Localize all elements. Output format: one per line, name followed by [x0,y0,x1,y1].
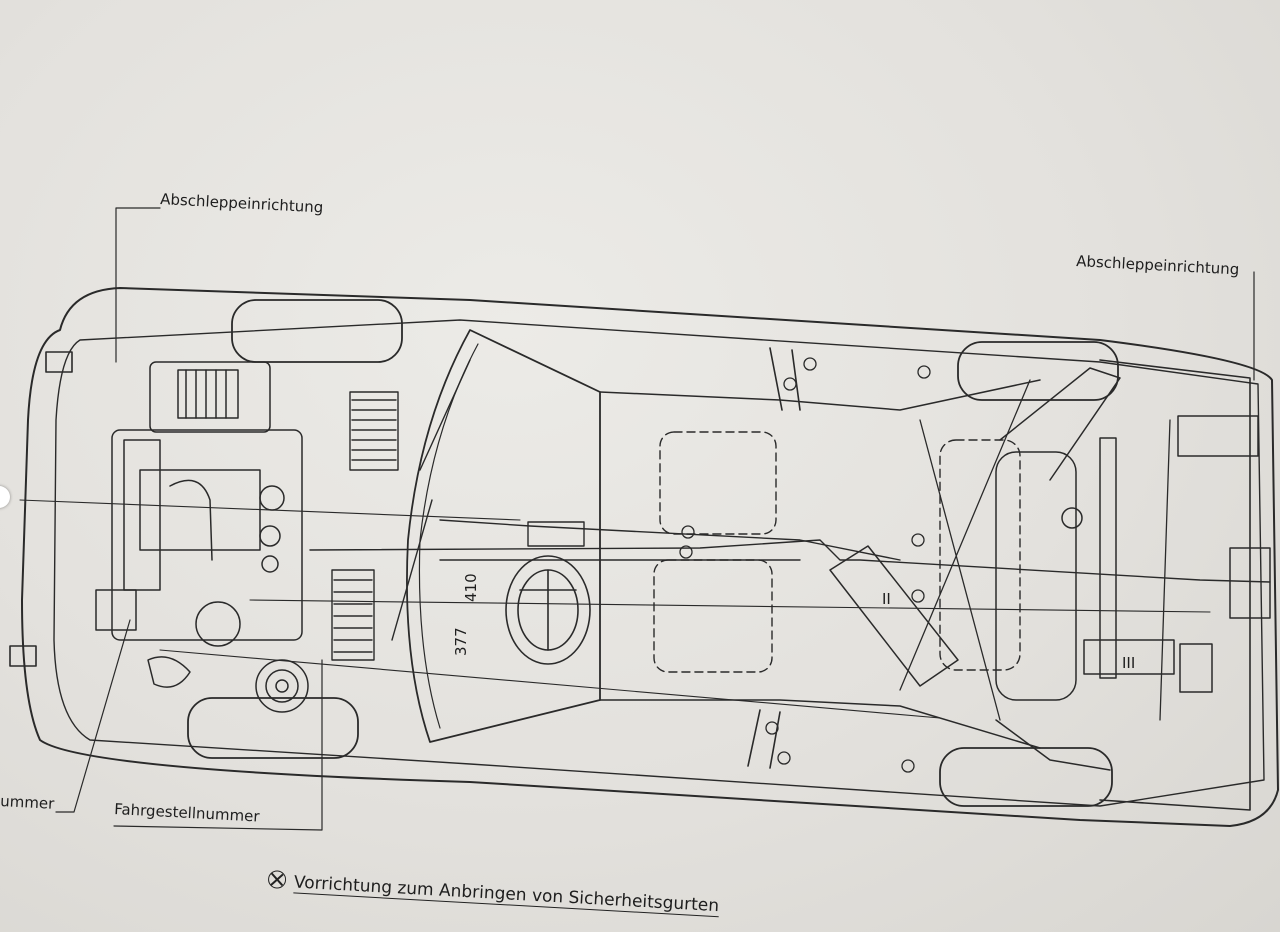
windshield-frame [406,329,601,743]
label-dim-410: 410 [462,573,480,602]
body-inner-outline [53,319,1265,807]
front-seat-right [653,559,773,673]
body-outline [21,287,1279,827]
rear-axle-assembly [995,367,1271,771]
label-zone-2: II [882,590,891,608]
muffler-front [527,521,585,547]
front-seat-left [659,431,777,535]
front-wheel-right [187,697,359,759]
label-number-partial: ummer [0,792,56,813]
wiper [391,359,471,641]
floor-tunnel [599,379,1041,749]
leader-chassis [113,659,323,831]
rear-wheel-left [957,341,1119,401]
front-bumper-tab-top [45,351,73,373]
belt-anchor-icons [679,357,931,773]
exhaust-pipe [309,539,1271,583]
page-edge-handle [0,486,10,508]
belt-anchor-icon [267,870,287,889]
windshield-inner [418,343,479,729]
label-dim-377: 377 [452,627,470,656]
label-chassis-number: Fahrgestellnummer [114,800,261,826]
engine-assembly [95,361,309,713]
rear-seat [939,439,1021,671]
label-zone-3: III [1122,654,1135,672]
label-tow-front: Abschleppeinrichtung [160,190,324,217]
rear-frame-diagonals [899,379,1171,721]
grille-right [331,569,375,661]
rear-frame-outer [1099,359,1251,811]
steering-wheel [505,555,591,665]
leader-tow-front [115,207,161,363]
front-wheel-left [231,299,403,363]
rear-wheel-right [939,747,1113,807]
leader-number [55,619,131,813]
grille-left [349,391,399,471]
pillar-b-bottom [747,709,781,769]
label-tow-rear: Abschleppeinrichtung [1076,252,1240,279]
center-tunnel [439,519,901,561]
front-bumper-tab-bottom [9,645,37,667]
zone-2-panel [829,545,959,687]
wiring-line [19,499,1211,719]
